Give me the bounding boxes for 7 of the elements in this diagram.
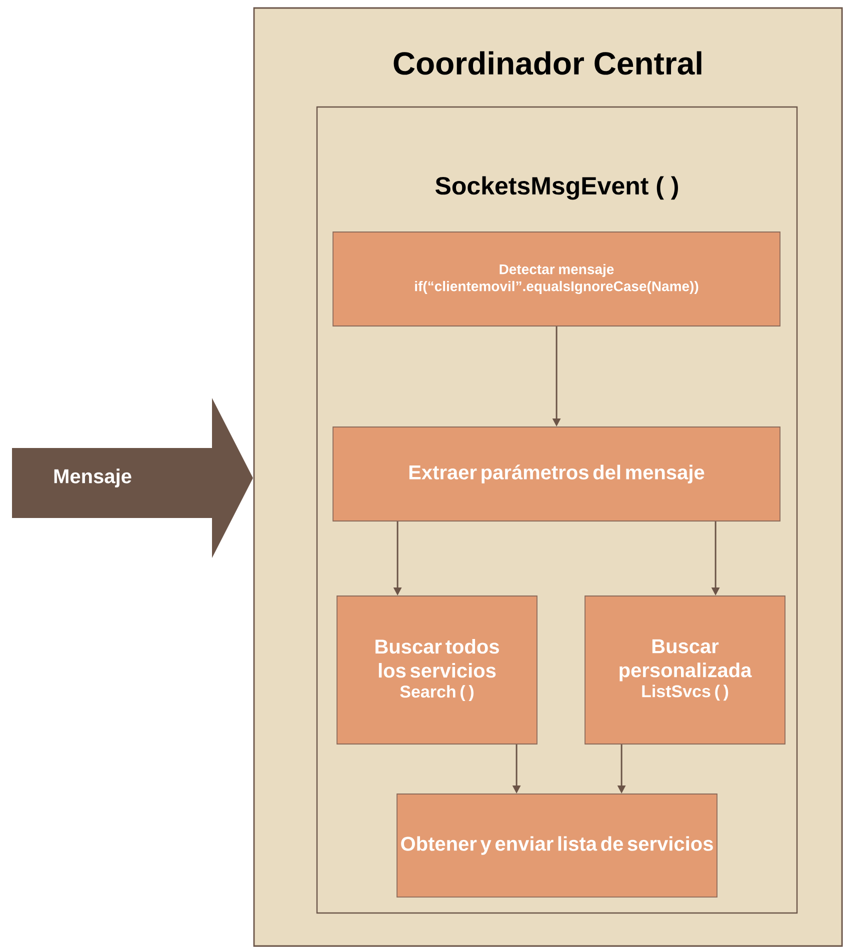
process-box: Buscar personalizada ListSvcs ( ) — [584, 596, 786, 744]
process-box: Buscar todos los servicios Search ( ) — [336, 596, 538, 744]
panel-title: Coordinador Central — [394, 51, 702, 75]
process-box: Detectar mensaje if(“clientemovil”.equalsIgnoreCase(Name)) — [332, 232, 780, 326]
process-box: Extraer parámetros del mensaje — [332, 426, 780, 522]
process-box: Obtener y enviar lista de servicios — [396, 794, 718, 898]
panel-title: SocketsMsgEvent ( ) — [435, 176, 678, 200]
